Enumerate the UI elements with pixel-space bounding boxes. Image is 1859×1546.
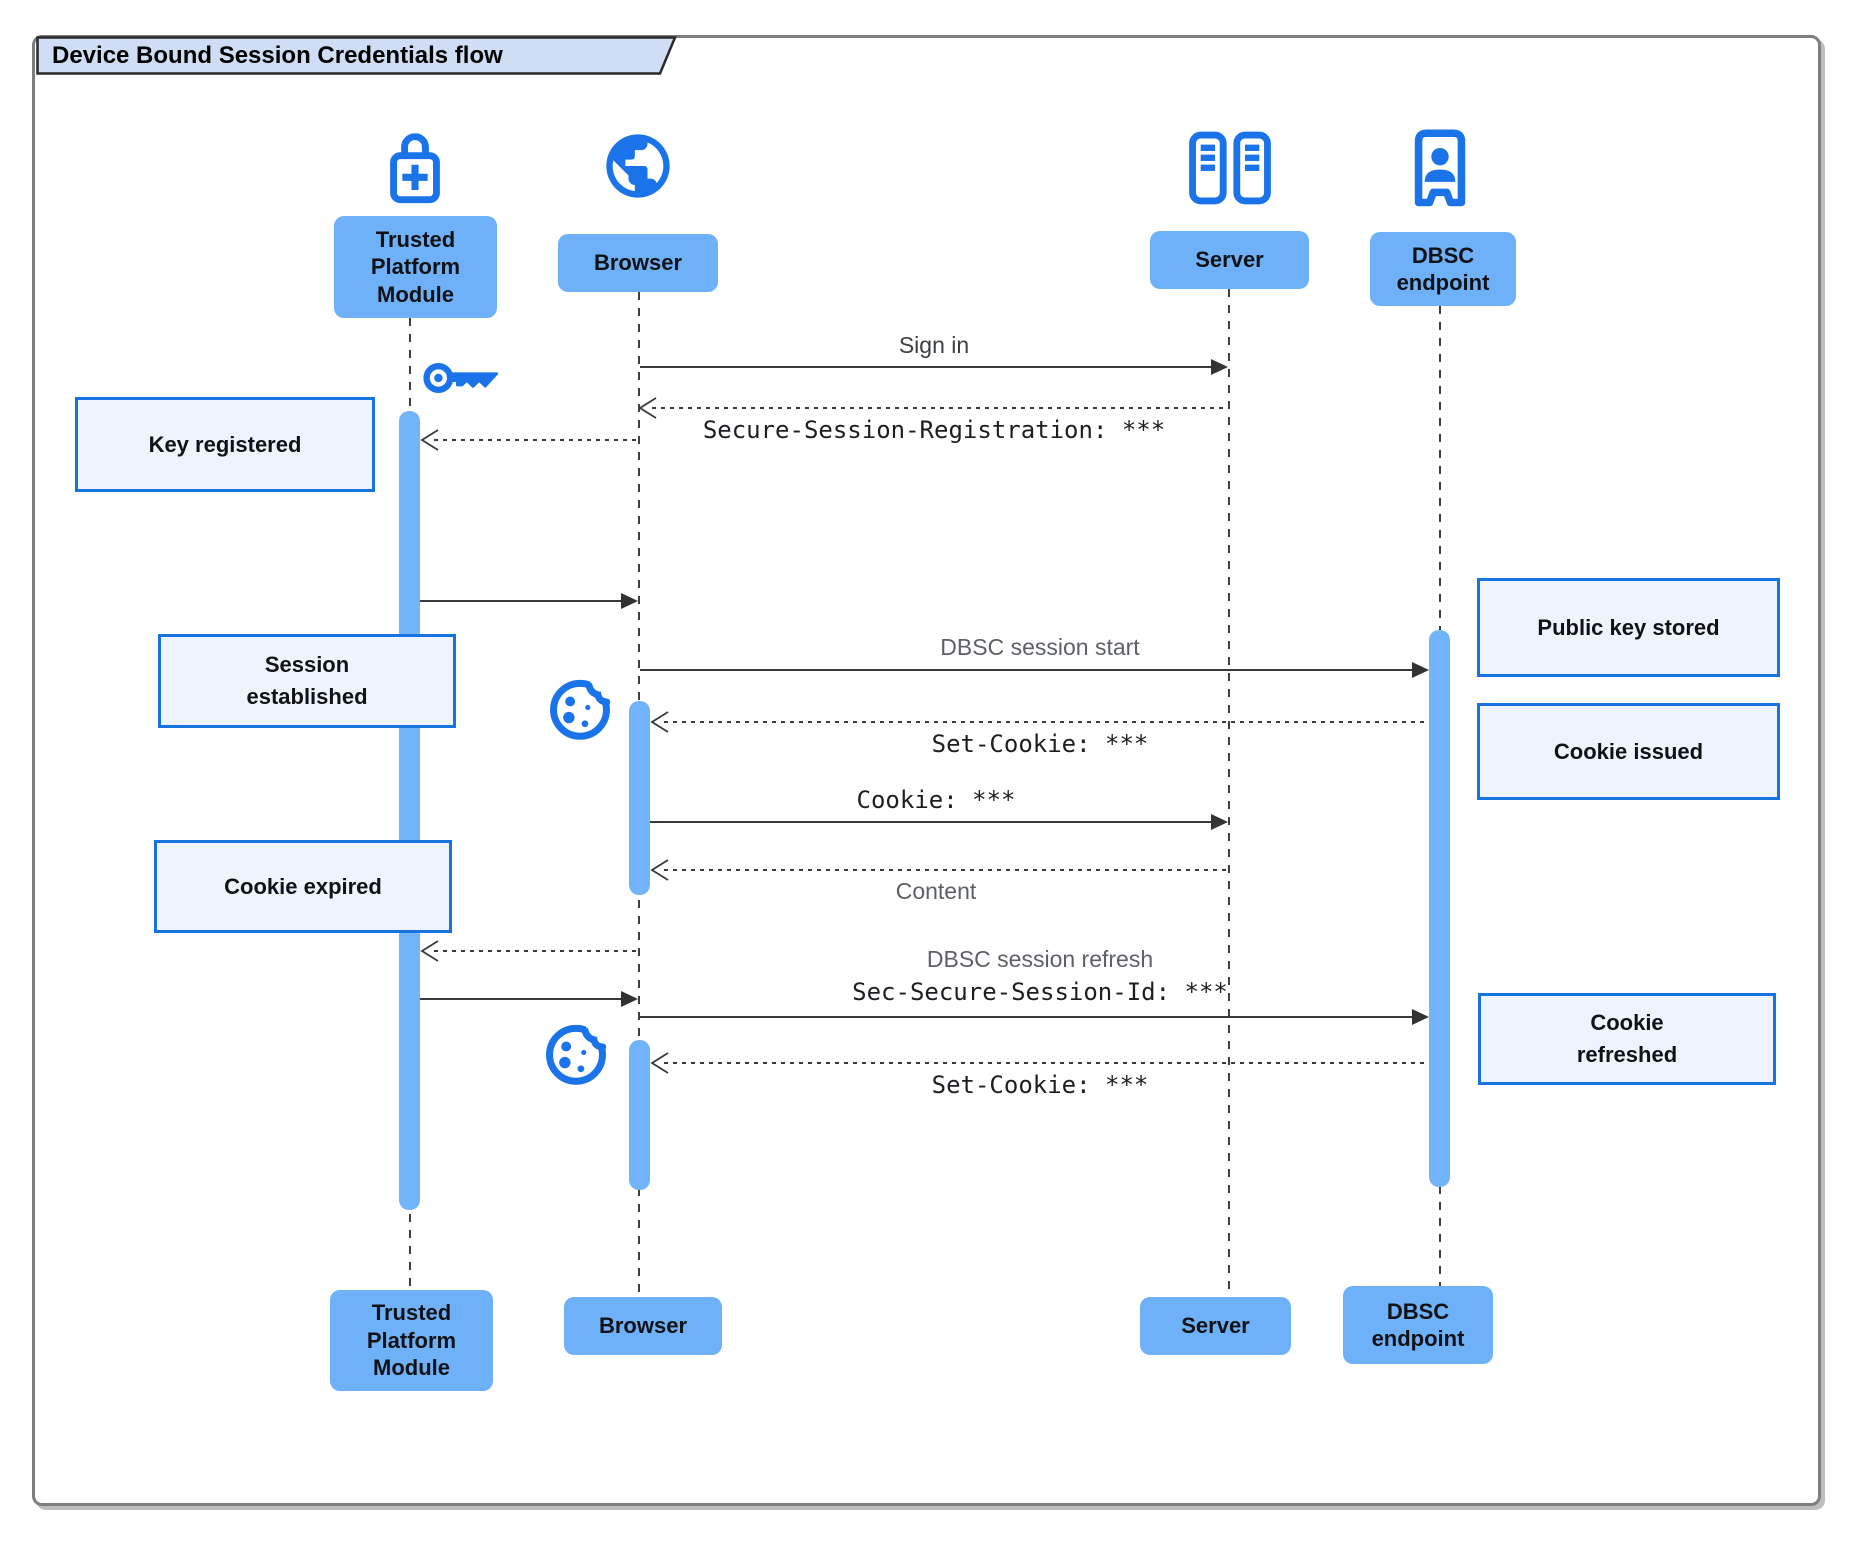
message-line-key-done-2 [420,998,622,1000]
note-text: Cookie issued [1553,738,1704,764]
note-text: Public key stored [1537,614,1720,640]
message-line-key-done [420,600,622,602]
note-text: Key registered [148,431,302,457]
note-text: Cookie expired [224,873,382,899]
message-line-refresh-key [434,950,638,952]
server-icon [1189,131,1271,205]
actor-label: Browser [598,1313,688,1339]
actor-tpm-bottom: Trusted Platform Module [330,1290,493,1391]
actor-label: Trusted Platform Module [366,1300,457,1381]
actor-tpm-top: Trusted Platform Module [334,216,497,318]
actor-label: DBSC endpoint [1371,1298,1465,1352]
note-text: Cookie refreshed [1576,1010,1678,1067]
activation-tpm [399,411,420,1210]
message-line-session-registration [652,407,1228,409]
arrowhead [621,991,638,1007]
note-cookie-refreshed: Cookie refreshed [1478,993,1776,1085]
note-cookie-expired: Cookie expired [154,840,452,933]
message-line-cookie [650,821,1214,823]
arrowhead [1412,662,1429,678]
person-door-icon [1414,129,1466,207]
actor-dbsc-bottom: DBSC endpoint [1343,1286,1493,1364]
lifeline-server [1228,289,1230,1297]
open-arrowhead [420,429,439,451]
cookie-icon [550,674,614,740]
note-text: Session established [246,652,368,709]
message-label-set-cookie-refresh: Set-Cookie: *** [931,1071,1149,1099]
lock-plus-icon [390,133,440,204]
message-line-set-cookie-issue [664,721,1429,723]
actor-label: Server [1195,247,1264,273]
globe-icon [606,134,670,198]
message-label-content: Content [895,878,977,904]
open-arrowhead [650,711,669,733]
arrowhead [621,593,638,609]
message-label-set-cookie-issue: Set-Cookie: *** [931,730,1149,758]
message-label-sec-secure-session-id: Sec-Secure-Session-Id: *** [852,978,1228,1006]
actor-label: DBSC endpoint [1396,242,1490,296]
note-session-established: Session established [158,634,456,728]
arrowhead [1211,359,1228,375]
actor-label: Server [1181,1313,1250,1339]
message-line-register-key [434,439,638,441]
arrowhead [1412,1009,1429,1025]
message-line-dbsc-session-start [640,669,1413,671]
activation-browser-1 [629,701,650,895]
key-icon [423,362,499,394]
actor-label: Trusted Platform Module [370,226,461,307]
page-title: Device Bound Session Credentials flow [52,42,503,69]
message-label-sign-in: Sign in [898,332,970,358]
open-arrowhead [638,397,657,419]
message-label-dbsc-session-start: DBSC session start [940,634,1140,660]
title-tab [36,36,677,75]
activation-browser-2 [629,1040,650,1190]
actor-browser-top: Browser [558,234,718,292]
open-arrowhead [420,940,439,962]
message-line-sign-in [640,366,1214,368]
actor-server-bottom: Server [1140,1297,1291,1355]
message-label-dbsc-session-refresh: DBSC session refresh [926,946,1154,972]
message-label-cookie: Cookie: *** [856,786,1016,814]
open-arrowhead [650,859,669,881]
activation-dbsc [1429,630,1450,1187]
note-cookie-issued: Cookie issued [1477,703,1780,800]
message-line-dbsc-session-refresh [640,1016,1413,1018]
message-line-content [664,869,1228,871]
message-label-session-registration: Secure-Session-Registration: *** [702,416,1166,444]
note-key-registered: Key registered [75,397,375,492]
actor-server-top: Server [1150,231,1309,289]
actor-label: Browser [593,250,683,276]
actor-browser-bottom: Browser [564,1297,722,1355]
open-arrowhead [650,1052,669,1074]
arrowhead [1211,814,1228,830]
message-line-set-cookie-refresh [664,1062,1429,1064]
note-public-key-stored: Public key stored [1477,578,1780,677]
actor-dbsc-top: DBSC endpoint [1370,232,1516,306]
cookie-icon [546,1019,610,1085]
